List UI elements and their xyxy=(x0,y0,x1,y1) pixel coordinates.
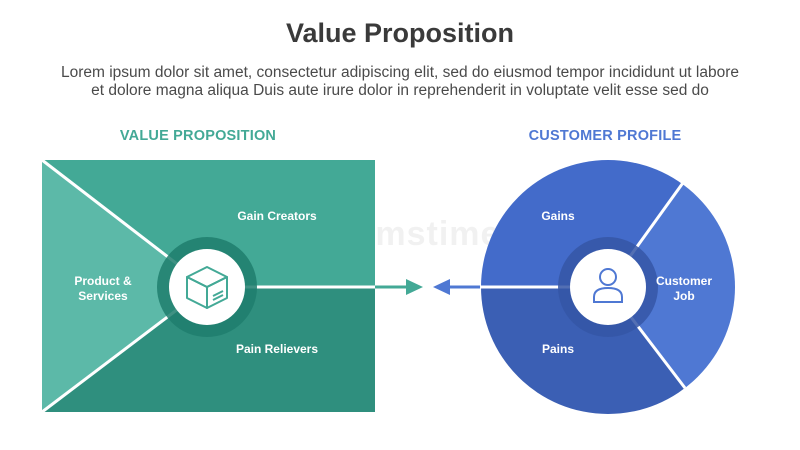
subtitle-line-1: Lorem ipsum dolor sit amet, consectetur … xyxy=(60,64,740,81)
page-subtitle: Lorem ipsum dolor sit amet, consectetur … xyxy=(20,64,780,100)
segment-product-services xyxy=(42,160,207,412)
value-proposition-square: Product & Services Gain Creators Pain Re… xyxy=(41,158,375,414)
label-gain-creators: Gain Creators xyxy=(237,209,317,223)
subtitle-line-2: et dolore magna aliqua Duis aute irure d… xyxy=(91,82,709,99)
customer-profile-heading: CUSTOMER PROFILE xyxy=(528,128,682,144)
user-icon xyxy=(593,268,623,303)
label-product-services-2: Services xyxy=(78,289,128,303)
label-pains: Pains xyxy=(542,342,574,356)
customer-profile-circle: Gains Customer Job Pains xyxy=(480,160,735,414)
arrow-left xyxy=(433,279,480,295)
label-customer-job-2: Job xyxy=(673,289,694,303)
label-product-services-1: Product & xyxy=(74,274,132,288)
segment-pain-relievers xyxy=(42,287,375,412)
page-title: Value Proposition xyxy=(285,18,515,48)
label-pain-relievers: Pain Relievers xyxy=(236,342,318,356)
box-icon xyxy=(186,266,228,309)
label-gains: Gains xyxy=(541,209,575,223)
segment-customer-job xyxy=(608,180,735,390)
segment-pains xyxy=(481,287,685,414)
value-proposition-heading: VALUE PROPOSITION xyxy=(119,128,277,144)
arrow-right xyxy=(375,279,423,295)
label-customer-job-1: Customer xyxy=(656,274,712,288)
segment-gain-creators xyxy=(42,160,375,287)
